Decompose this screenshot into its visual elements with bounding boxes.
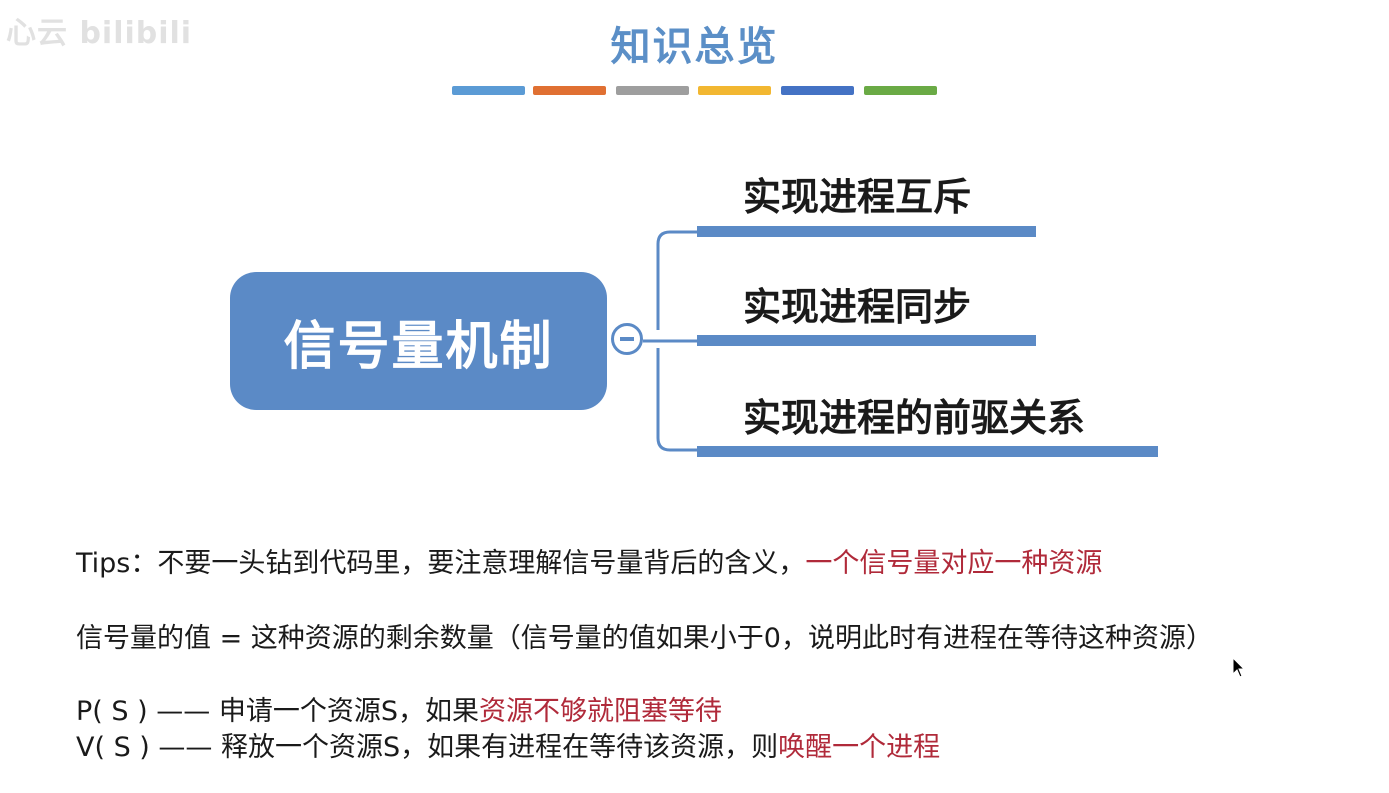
v-operation-prefix: V( S ) —— 释放一个资源S，如果有进程在等待该资源，则	[76, 732, 779, 763]
central-node[interactable]: 信号量机制	[230, 272, 607, 410]
tips-highlight: 一个信号量对应一种资源	[805, 548, 1103, 579]
branch-label-mutex[interactable]: 实现进程互斥	[743, 175, 972, 219]
branch-label-precedence[interactable]: 实现进程的前驱关系	[743, 396, 1086, 440]
branch-label-sync[interactable]: 实现进程同步	[743, 285, 972, 329]
central-node-label: 信号量机制	[283, 316, 554, 377]
tips-line: Tips：不要一头钻到代码里，要注意理解信号量背后的含义，一个信号量对应一种资源	[76, 541, 1102, 580]
p-operation-prefix: P( S ) —— 申请一个资源S，如果	[76, 696, 479, 727]
branch-underline-2	[697, 335, 1036, 346]
color-strip-1	[452, 86, 525, 95]
v-operation-line: V( S ) —— 释放一个资源S，如果有进程在等待该资源，则唤醒一个进程	[76, 725, 940, 764]
semaphore-value-line: 信号量的值 = 这种资源的剩余数量（信号量的值如果小于0，说明此时有进程在等待这…	[76, 616, 1213, 655]
color-strip-6	[864, 86, 937, 95]
color-strip-2	[533, 86, 606, 95]
branch-underline-3	[697, 446, 1158, 457]
semaphore-value-text: 信号量的值 = 这种资源的剩余数量（信号量的值如果小于0，说明此时有进程在等待这…	[76, 623, 1213, 654]
v-operation-highlight: 唤醒一个进程	[778, 732, 941, 763]
page-title: 知识总览	[610, 24, 779, 70]
mouse-cursor-icon	[1232, 657, 1246, 678]
color-strip-4	[698, 86, 771, 95]
tips-prefix: Tips：不要一头钻到代码里，要注意理解信号量背后的含义，	[76, 548, 806, 579]
p-operation-line: P( S ) —— 申请一个资源S，如果资源不够就阻塞等待	[76, 689, 722, 728]
watermark-logo: 心云 bilibili	[6, 16, 193, 51]
color-strip-5	[781, 86, 854, 95]
p-operation-highlight: 资源不够就阻塞等待	[478, 696, 722, 727]
branch-underline-1	[697, 226, 1036, 237]
connector-branch-1	[656, 230, 698, 330]
color-strip-3	[616, 86, 689, 95]
collapse-minus-icon[interactable]	[611, 323, 643, 355]
connector-branch-3	[656, 348, 698, 452]
